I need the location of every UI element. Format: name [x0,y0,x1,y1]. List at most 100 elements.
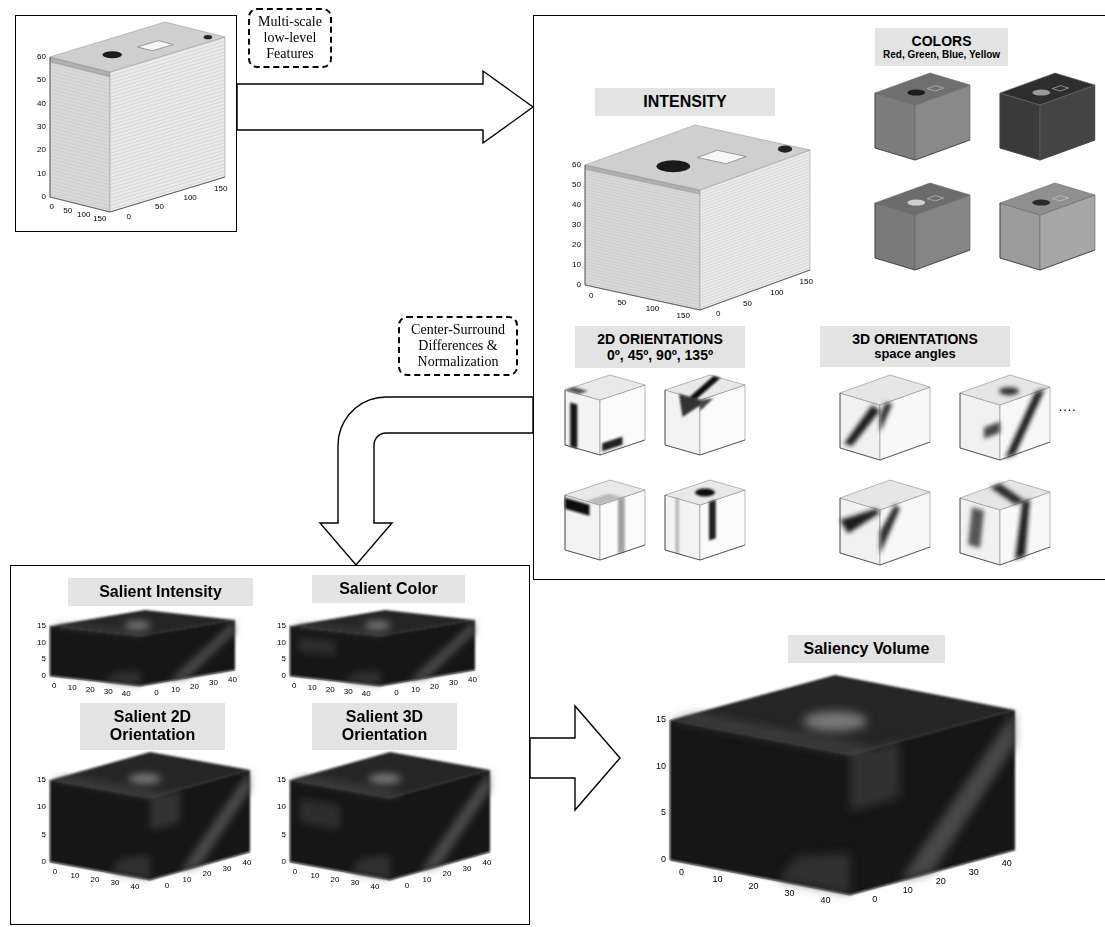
axis-tick: 40 [122,690,131,699]
axis-tick: 10 [311,872,320,881]
axis-tick: 50 [155,203,164,212]
axis-line [700,545,745,560]
volume-plot [840,480,930,565]
slice-line [700,172,810,212]
axis-tick: 10 [656,762,666,772]
axis-line [880,547,930,565]
slice-line [700,205,810,245]
axis-tick: 10 [37,638,46,647]
map-heading: Salient Color [312,575,465,603]
axis-tick: 0 [165,882,169,891]
axis-tick: 30 [344,688,353,697]
slice-line [700,232,810,272]
step-text: Multi-scale low-level Features [254,14,326,62]
volume-band [290,776,405,798]
axis-tick: 0 [872,895,877,905]
volume-face [565,495,600,560]
volume-blob [907,200,925,206]
volume-face [290,752,490,798]
step-text: Center-Surround Differences & Normalizat… [404,322,512,370]
axis-line [1000,258,1040,270]
axis-tick: 30 [784,889,794,899]
volume-faces [665,375,745,455]
axis-tick: 50 [743,300,752,309]
axis-tick: 40 [1002,859,1012,869]
volume-faces [50,752,250,880]
axis-tick: 30 [37,123,46,132]
volume-band [602,437,622,452]
volume-band [150,790,180,831]
volume-detail [676,489,716,555]
slice-line [110,41,225,76]
volume-band [900,710,1016,882]
volume-face [840,480,930,510]
volume-band [880,505,900,554]
axis-tick: 60 [572,161,581,170]
slice-line [700,193,810,233]
axis-tick: 40 [468,676,477,685]
volume-faces [585,125,810,310]
volume-faces [840,375,930,460]
axis-tick: 20 [91,876,100,885]
step-box: Center-Surround Differences & Normalizat… [398,316,518,376]
axis-tick: 20 [190,683,199,692]
axis-tick: 0 [52,682,56,691]
volume-band [1052,196,1068,201]
volume-faces [1000,73,1095,160]
axis-tick: 0 [394,689,398,698]
feature-heading: COLORSRed, Green, Blue, Yellow [875,28,1008,66]
axis-tick: 5 [282,655,286,664]
volume-detail [670,710,1015,895]
axis-tick: 150 [800,278,813,287]
volume-face [50,626,140,686]
volume-faces [50,610,235,686]
slice-line [700,157,810,197]
axis-line [700,440,745,455]
volume-faces [670,675,1015,895]
slice-line [700,208,810,248]
axis-line [665,390,666,445]
volume-band [700,398,714,411]
axis-tick: 20 [936,877,946,887]
volume-blob [1032,200,1050,206]
axis-line [700,270,810,310]
axis-tick: 30 [104,688,113,697]
feature-title: 2D ORIENTATIONS [583,331,737,347]
axis-line [875,258,915,270]
volume-face [585,165,700,310]
slice-line [700,262,810,302]
volume-band [840,509,880,534]
axis-tick: 20 [203,870,212,879]
axis-tick: 40 [572,201,581,210]
slice-line [700,259,810,299]
volume-face [665,390,700,455]
volume-plot [670,675,1015,895]
volume-face [50,752,250,798]
axis-tick: 10 [572,261,581,270]
axis-line [880,442,930,460]
volume-plot [960,480,1050,565]
volume-blob [102,51,122,58]
volume-blob [657,160,691,172]
slice-line [700,217,810,257]
axis-tick: 0 [282,858,286,867]
feature-subtitle: space angles [828,347,1002,362]
slice-line [700,244,810,284]
axis-line [1000,148,1040,160]
volume-plot [875,73,970,160]
slice-line [110,59,225,94]
axis-tick: 5 [661,808,666,818]
volume-plot [960,375,1050,460]
volume-plot [1000,73,1095,160]
axis-line [875,93,876,148]
feature-heading: INTENSITY [595,88,775,116]
volume-band [670,713,875,755]
volume-band [50,776,165,798]
axis-tick: 50 [617,299,626,308]
volume-detail [565,387,623,452]
axis-line [840,393,841,448]
volume-face [50,610,235,636]
slice-line [585,172,700,197]
slice-line [700,229,810,269]
